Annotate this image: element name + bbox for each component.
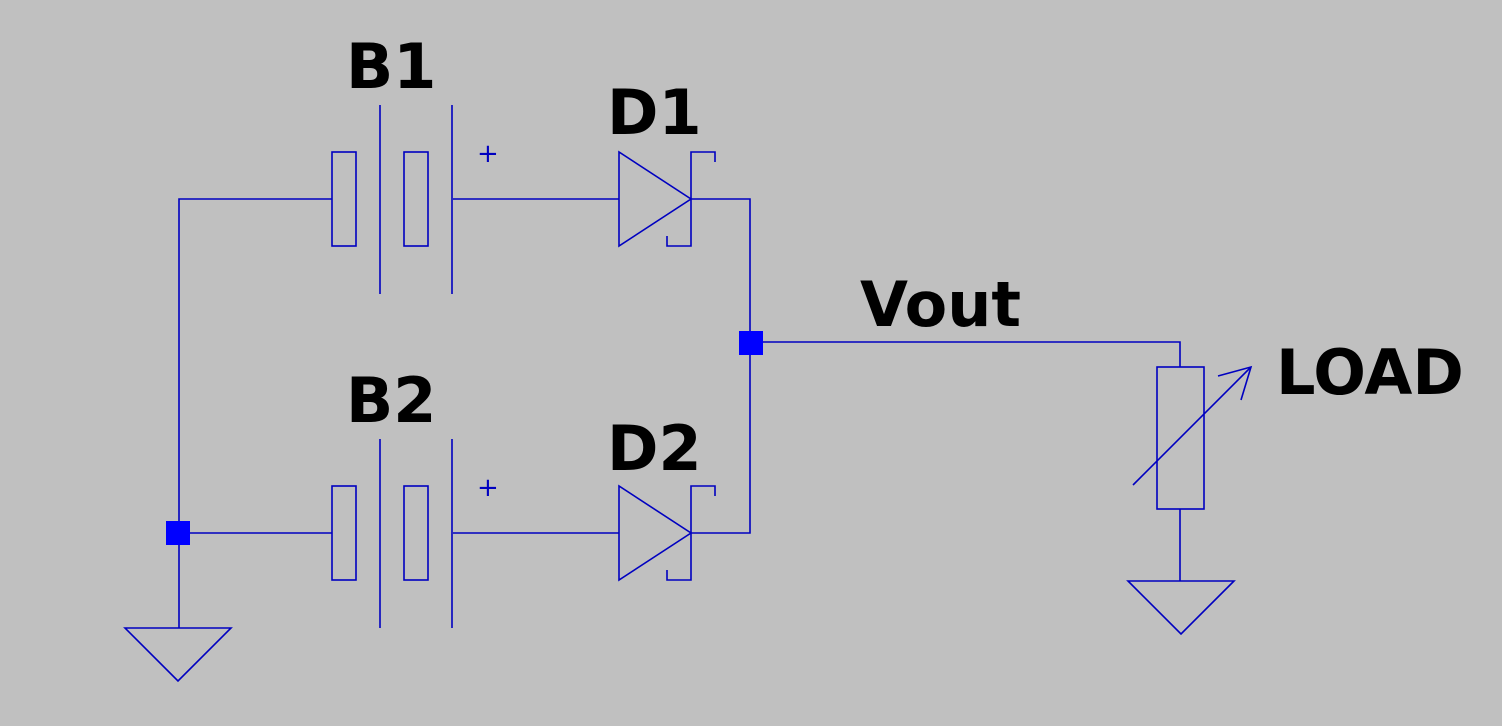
label-d2: D2 xyxy=(607,412,702,485)
battery-b1-cell-left xyxy=(331,151,357,247)
wire-vout-net[interactable] xyxy=(750,341,1181,367)
ground-left-icon xyxy=(123,627,233,683)
battery-b1-cell-right xyxy=(403,151,429,247)
battery-b1[interactable]: + xyxy=(331,105,499,294)
ground-right[interactable] xyxy=(1126,580,1236,636)
load-adjust-arrow-head xyxy=(1217,365,1253,401)
battery-b2-plus-sign: + xyxy=(477,473,499,503)
wires xyxy=(178,198,1181,628)
label-b2: B2 xyxy=(346,364,436,437)
battery-b1-plus-sign: + xyxy=(477,139,499,169)
battery-b2[interactable]: + xyxy=(331,439,499,628)
diode-d2-cathode-bar xyxy=(666,485,716,581)
diode-d1-triangle xyxy=(618,150,693,248)
label-d1: D1 xyxy=(607,76,702,149)
battery-b2-cell-left xyxy=(331,485,357,581)
battery-b2-cell-right xyxy=(403,485,429,581)
diode-d2-triangle xyxy=(618,484,693,582)
wire-b1-left[interactable] xyxy=(178,198,332,628)
ground-left[interactable] xyxy=(123,627,233,683)
load-adjust-arrow-shaft xyxy=(1132,366,1252,486)
label-load: LOAD xyxy=(1276,336,1464,409)
label-b1: B1 xyxy=(346,30,436,103)
ground-right-icon xyxy=(1126,580,1236,636)
diode-d1-cathode-bar xyxy=(666,151,716,247)
junction-vout[interactable] xyxy=(739,331,763,355)
label-vout: Vout xyxy=(860,268,1021,341)
diode-d1[interactable] xyxy=(618,150,716,248)
wire-d1-to-vout[interactable] xyxy=(691,198,751,534)
junction-ground[interactable] xyxy=(166,521,190,545)
variable-resistor-load[interactable] xyxy=(1132,365,1253,510)
diode-d2[interactable] xyxy=(618,484,716,582)
load-resistor-body xyxy=(1156,366,1205,510)
